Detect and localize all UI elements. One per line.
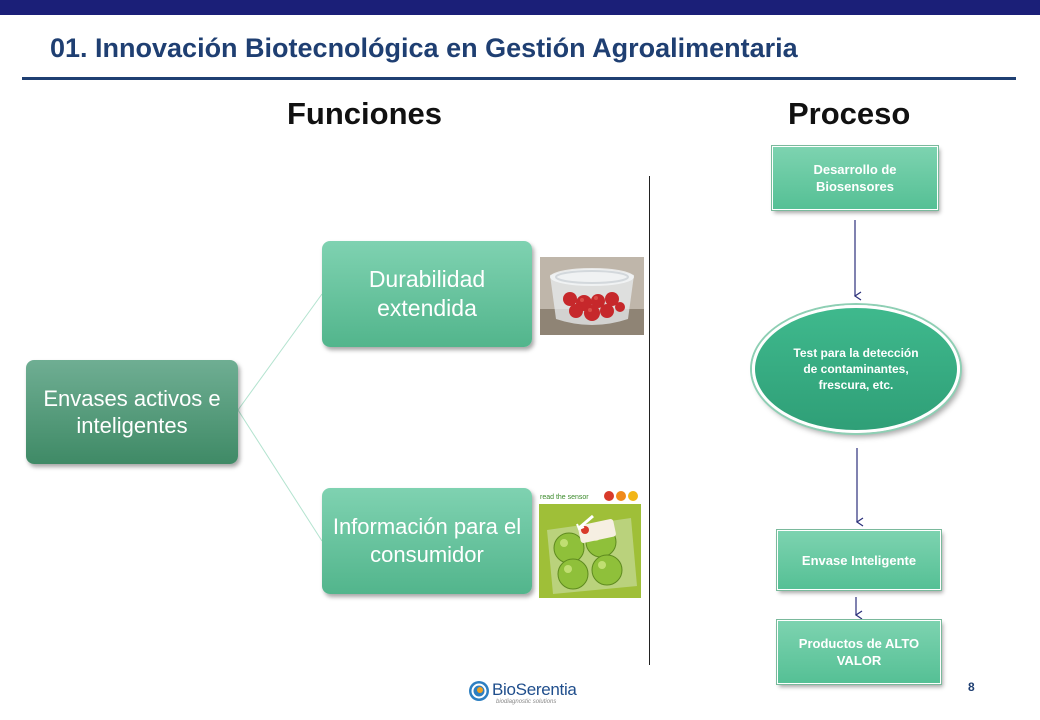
top-banner <box>0 0 1040 15</box>
sensor-caption: read the sensor <box>540 494 589 501</box>
slide-title: 01. Innovación Biotecnológica en Gestión… <box>50 33 798 63</box>
page-number: 8 <box>968 680 975 694</box>
envases-label: Envases activos e inteligentes <box>43 386 221 438</box>
funciones-heading: Funciones <box>287 96 443 131</box>
strawberry-bowl-photo <box>540 257 644 335</box>
informacion-box: Información para el consumidor <box>322 488 532 594</box>
desarrollo-label: Desarrollo de Biosensores <box>813 162 897 194</box>
envase-inteligente-label: Envase Inteligente <box>801 552 917 568</box>
proceso-heading: Proceso <box>788 96 911 131</box>
logo-tagline: biodiagnostic solutions <box>496 699 557 705</box>
productos-alto-valor-box: Productos de ALTO VALOR <box>776 619 942 685</box>
informacion-label: Información para el consumidor <box>332 514 522 567</box>
bioserentia-logo: BioSerentia biodiagnostic solutions <box>468 678 578 708</box>
envases-box: Envases activos e inteligentes <box>26 360 238 464</box>
branch-line-bottom <box>237 409 323 542</box>
desarrollo-biosensores-box: Desarrollo de Biosensores <box>771 145 939 211</box>
sensor-package-photo: read the sensor <box>539 490 641 598</box>
logo-swirl-icon <box>469 681 489 701</box>
envase-inteligente-box: Envase Inteligente <box>776 529 942 591</box>
durabilidad-label: Durabilidad extendida <box>368 266 486 321</box>
title-underline <box>22 77 1016 80</box>
logo-text: BioSerentia <box>492 680 577 699</box>
test-deteccion-oval: Test para la detección de contaminantes,… <box>752 305 960 433</box>
vertical-divider <box>649 176 650 665</box>
durabilidad-box: Durabilidad extendida <box>322 241 532 347</box>
branch-line-top <box>237 293 323 411</box>
test-label: Test para la detección de contaminantes,… <box>793 346 919 392</box>
productos-label: Productos de ALTO VALOR <box>798 636 920 668</box>
